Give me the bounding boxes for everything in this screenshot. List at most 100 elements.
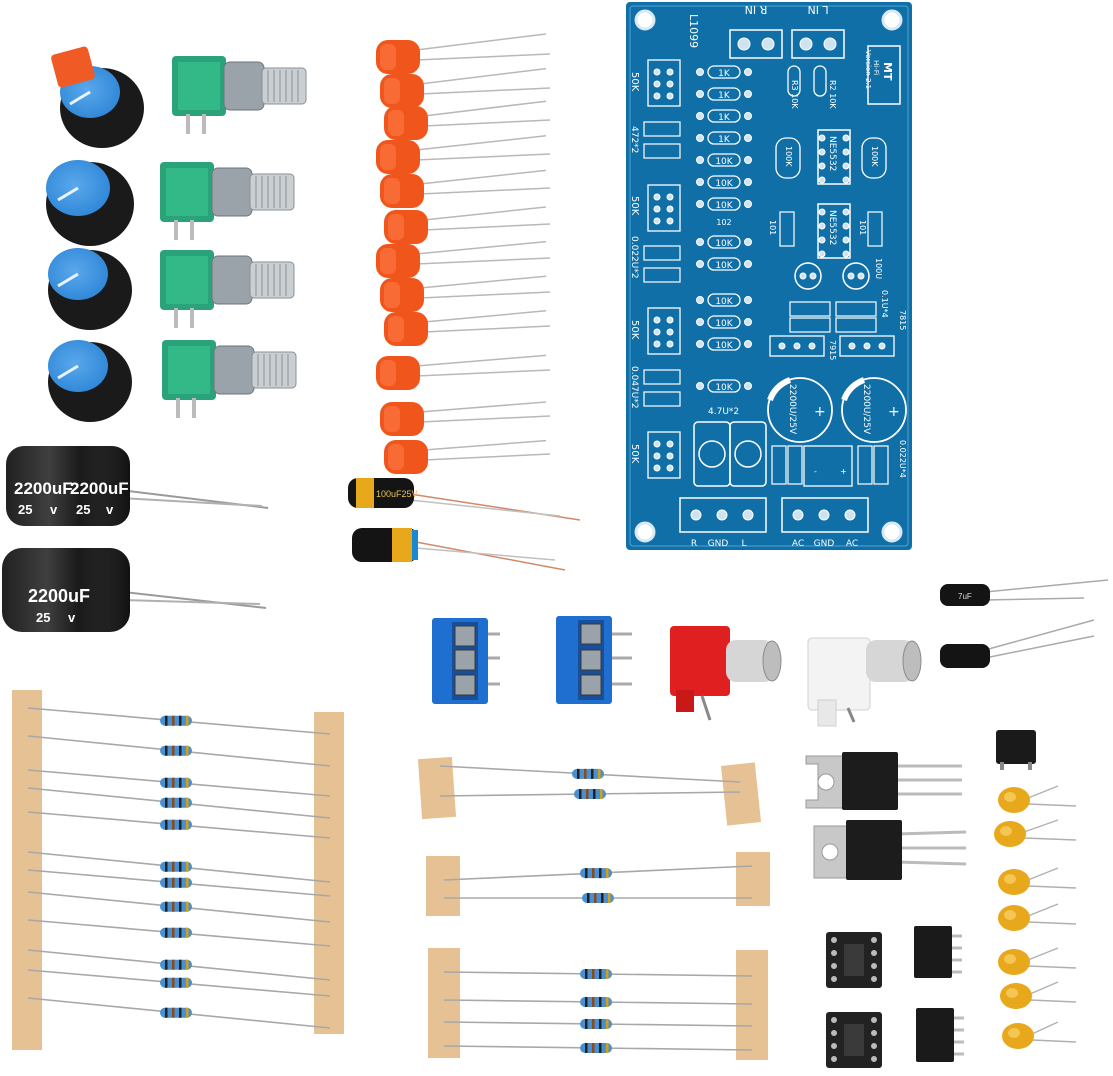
resistor-icon <box>27 891 331 923</box>
capacitor-icon <box>380 169 551 208</box>
cap1-volt-b: 25 <box>76 502 90 517</box>
resistor-icon <box>27 949 331 981</box>
pcb-101-2: 101 <box>858 220 867 235</box>
resistor-icon <box>439 789 741 799</box>
pcb-plus-1: + <box>814 404 826 420</box>
pcb-r2: R2 10K <box>828 80 837 109</box>
small-electrolytic-pads <box>794 262 870 290</box>
pcb-7915: 7915 <box>828 340 837 360</box>
bridge-rectifier <box>996 730 1036 770</box>
resistor-icon <box>443 1018 753 1029</box>
terminal-block-1 <box>432 618 500 704</box>
capacitor-icon <box>1000 981 1077 1009</box>
pcb-res-2: 1K <box>718 91 731 101</box>
pcb-bridge-plus: + <box>840 467 847 476</box>
capacitor-icon <box>380 275 551 312</box>
cap1-unit: v <box>50 502 58 517</box>
resistor-icon <box>27 735 331 767</box>
input-header-r <box>729 29 783 59</box>
cap-101-pads <box>779 211 883 247</box>
pcb-out-r: R <box>691 539 697 549</box>
ic-footprint-1 <box>817 129 851 185</box>
output-header <box>679 497 767 533</box>
trim-100k <box>775 137 887 179</box>
capacitor-icon <box>376 33 551 74</box>
ac-header <box>781 497 869 533</box>
pcb-pot-1: 50K <box>629 72 640 92</box>
resistor-icon <box>27 707 331 735</box>
cap1-unit-b: v <box>106 502 114 517</box>
capacitor-icon <box>376 135 551 174</box>
input-header-l <box>791 29 845 59</box>
pcb-model: L1099 <box>687 14 700 48</box>
pcb-res-13: 10K <box>715 383 733 393</box>
cap2-value: 2200uF <box>28 586 90 606</box>
pcb-ic-2: NE5532 <box>827 210 837 245</box>
cap-01u-pads <box>789 301 877 333</box>
resistor-icon <box>27 851 331 883</box>
resistor-icon <box>443 996 753 1007</box>
resistor-icon <box>27 811 331 839</box>
small-electrolytic-1: 100uF25V <box>348 478 581 521</box>
pcb-ac-2: AC <box>846 539 858 549</box>
capacitor-icon <box>376 240 551 278</box>
pcb-ac-1: AC <box>792 539 804 549</box>
ceramic-capacitor-group <box>376 33 551 474</box>
pcb-label-r-in: R IN <box>745 3 768 16</box>
resistor-column <box>696 65 752 393</box>
pcb-2200-1: 2200U/25V <box>787 384 797 435</box>
big-electrolytic-pads <box>767 377 907 443</box>
pcb-res-10: 10K <box>715 297 733 307</box>
small-electrolytic-right-2 <box>940 619 1095 668</box>
capacitor-icon <box>384 439 551 474</box>
resistor-icon <box>439 765 741 783</box>
electrolytic-capacitor-1: 2200uF 2200uF 25 v 25 v <box>6 446 269 526</box>
pcb-res-9: 10K <box>715 261 733 271</box>
resistor-icon <box>27 969 331 997</box>
resistor-icon <box>27 869 331 897</box>
pcb-7815: 7815 <box>898 310 907 330</box>
pcb-2200-2: 2200U/25V <box>861 384 871 435</box>
small-right-label: 7uF <box>958 592 972 601</box>
pcb-out-l: L <box>741 539 746 549</box>
resistor-tape-left <box>12 690 344 1050</box>
resistor-tape-mid-1 <box>417 756 762 826</box>
capacitor-icon <box>384 310 551 346</box>
ic-socket-2 <box>826 1012 882 1068</box>
pcb-res-6: 10K <box>715 179 733 189</box>
potentiometer-icon <box>160 250 295 328</box>
pcb-res-8: 10K <box>715 239 733 249</box>
pcb-logo-box <box>867 45 901 105</box>
pcb-47u: 4.7U*2 <box>708 407 739 417</box>
capacitor-icon <box>994 819 1077 847</box>
voltage-regulator-1 <box>805 752 962 810</box>
rca-jack-white <box>807 637 922 727</box>
pot-pad-blocks <box>647 59 681 479</box>
cap-47u-pads <box>693 421 767 487</box>
voltage-regulator-2 <box>813 820 967 880</box>
pcb-version: Version 2.1 <box>864 50 872 89</box>
resistor-icon <box>27 919 331 947</box>
cap-pads-left <box>643 121 681 407</box>
pcb-cap-102: 102 <box>716 218 731 227</box>
cap2-unit: v <box>68 610 76 625</box>
pcb-plus-2: + <box>888 404 900 420</box>
pcb-pot-4: 50K <box>629 444 640 464</box>
pcb-res-1: 1K <box>718 69 731 79</box>
capacitor-icon <box>384 100 551 140</box>
capacitor-icon <box>998 867 1077 895</box>
ic-socket-1 <box>826 932 882 988</box>
knob-icon <box>46 160 134 246</box>
pcb-board: R IN L IN MT Hi-Fi Version 2.1 L1099 50K… <box>626 2 912 550</box>
capacitor-icon <box>1002 1021 1077 1049</box>
capacitor-icon <box>380 401 551 436</box>
small-electrolytic-right-1: 7uF <box>940 579 1109 606</box>
pcb-label-l-in: L IN <box>807 3 828 16</box>
ic-chip-2 <box>916 1008 964 1062</box>
pcb-ac-gnd: GND <box>814 539 835 549</box>
pcb-out-gnd: GND <box>708 539 729 549</box>
resistor-icon <box>27 769 331 797</box>
pcb-ic-1: NE5532 <box>827 136 837 171</box>
electrolytic-capacitor-2: 2200uF 25 v <box>2 548 267 632</box>
